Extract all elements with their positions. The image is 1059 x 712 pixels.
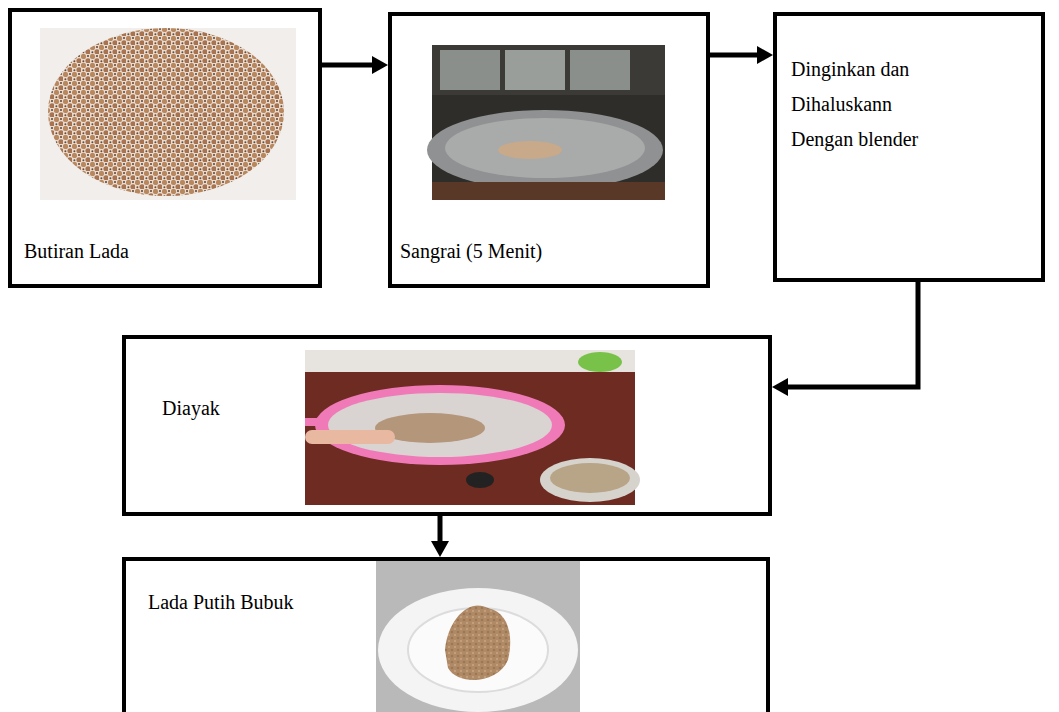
step-label: Lada Putih Bubuk <box>148 585 294 620</box>
arrow-head <box>772 378 788 396</box>
process-box: Lada Putih Bubuk <box>122 557 770 712</box>
process-box: Butiran Lada <box>8 8 322 288</box>
connector-line <box>438 516 443 541</box>
connector-line <box>710 53 757 58</box>
powder-photo <box>376 557 580 712</box>
step-label: Sangrai (5 Menit) <box>400 234 542 269</box>
process-box: Dinginkan dan Dihaluskann Dengan blender <box>773 12 1045 282</box>
process-box: Sangrai (5 Menit) <box>388 12 710 288</box>
roasting-photo <box>427 45 665 200</box>
arrow-head <box>431 541 449 557</box>
flow-arrow <box>322 56 388 74</box>
sieving-photo <box>305 350 640 505</box>
step-label: Dinginkan dan Dihaluskann Dengan blender <box>791 52 951 157</box>
pepper-grains-photo <box>40 28 296 200</box>
connector-line <box>322 63 372 68</box>
connector-line <box>788 282 918 387</box>
step-label: Diayak <box>162 391 220 426</box>
arrow-head <box>372 56 388 74</box>
flow-arrow <box>710 46 773 64</box>
flow-arrow <box>772 282 918 396</box>
flow-arrow <box>431 516 449 557</box>
step-label: Butiran Lada <box>24 234 129 269</box>
arrow-head <box>757 46 773 64</box>
process-box: Diayak <box>122 335 772 516</box>
